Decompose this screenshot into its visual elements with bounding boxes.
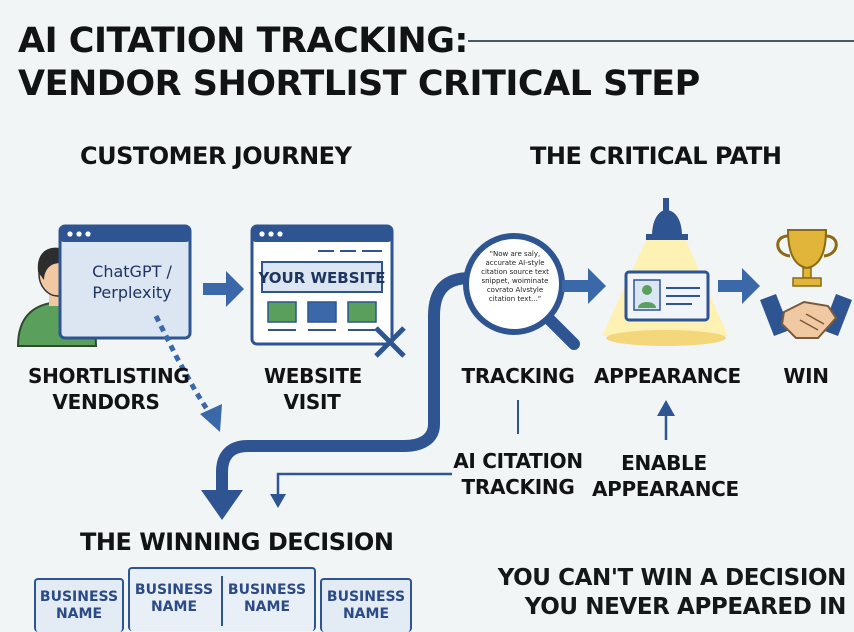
arrow-to-appearance (562, 268, 606, 304)
customer-journey-heading: CUSTOMER JOURNEY (80, 142, 352, 170)
handshake-icon (760, 294, 852, 339)
citation-snippet: "Now are saly, accurate AI-style citatio… (481, 250, 549, 303)
business-card-line-1: BUSINESS (227, 582, 307, 598)
card-divider (221, 576, 223, 626)
tagline: YOU CAN'T WIN A DECISION YOU NEVER APPEA… (497, 564, 847, 622)
website-visit-line-2: VISIT (283, 390, 341, 414)
website-visit-line-1: WEBSITE (264, 364, 363, 388)
arrow-to-website (203, 271, 244, 307)
win-label: WIN (783, 364, 829, 388)
arrow-to-win (718, 268, 760, 304)
winning-decision-heading: THE WINNING DECISION (80, 528, 394, 556)
chat-window-line-1: ChatGPT / (92, 262, 172, 281)
title-divider (468, 40, 854, 42)
profile-card-icon (624, 270, 710, 322)
business-card-line-2: NAME (243, 599, 291, 615)
tagline-line-1: YOU CAN'T WIN A DECISION (497, 565, 847, 591)
shortlisting-line-1: SHORTLISTING (28, 364, 190, 388)
title-line-2: VENDOR SHORTLIST CRITICAL STEP (18, 64, 700, 104)
page-title: AI CITATION TRACKING: VENDOR SHORTLIST C… (18, 20, 700, 106)
chat-window-icon (58, 224, 192, 340)
enable-line-1: ENABLE (621, 451, 707, 475)
dashed-arrow-to-shortlist (153, 314, 213, 416)
enable-appearance-label: ENABLE APPEARANCE (592, 450, 739, 502)
business-card-line-1: BUSINESS (326, 589, 406, 605)
tracking-label: TRACKING (461, 364, 575, 388)
critical-path-heading: THE CRITICAL PATH (530, 142, 782, 170)
trophy-icon (776, 229, 838, 287)
ai-citation-tracking-label: AI CITATION TRACKING (452, 448, 584, 500)
dashed-arrowhead (200, 404, 222, 432)
appearance-label: APPEARANCE (594, 364, 741, 388)
business-card-line-2: NAME (342, 606, 390, 622)
shortlisting-label: SHORTLISTING VENDORS (28, 363, 190, 415)
website-window-icon (250, 224, 394, 346)
website-visit-label: WEBSITE VISIT (264, 363, 363, 415)
business-card-line-2: NAME (150, 599, 198, 615)
ai-citation-connector-head (270, 494, 286, 508)
shortlisting-line-2: VENDORS (52, 390, 160, 414)
ai-citation-line-1: AI CITATION (453, 449, 583, 473)
enable-arrowhead (657, 400, 675, 416)
title-line-1: AI CITATION TRACKING: (18, 21, 468, 61)
critical-path-arrowhead (201, 490, 243, 520)
website-banner-text: YOUR WEBSITE (257, 269, 385, 287)
business-card-line-1: BUSINESS (39, 589, 119, 605)
ai-citation-line-2: TRACKING (461, 475, 575, 499)
chat-window-line-2: Perplexity (92, 283, 171, 302)
close-icon (374, 326, 406, 358)
critical-path-line (216, 272, 476, 500)
ai-citation-connector (276, 472, 452, 494)
business-card-line-1: BUSINESS (134, 582, 214, 598)
enable-line-2: APPEARANCE (592, 477, 739, 501)
business-card-line-2: NAME (55, 606, 103, 622)
tagline-line-2: YOU NEVER APPEARED IN (524, 594, 847, 620)
